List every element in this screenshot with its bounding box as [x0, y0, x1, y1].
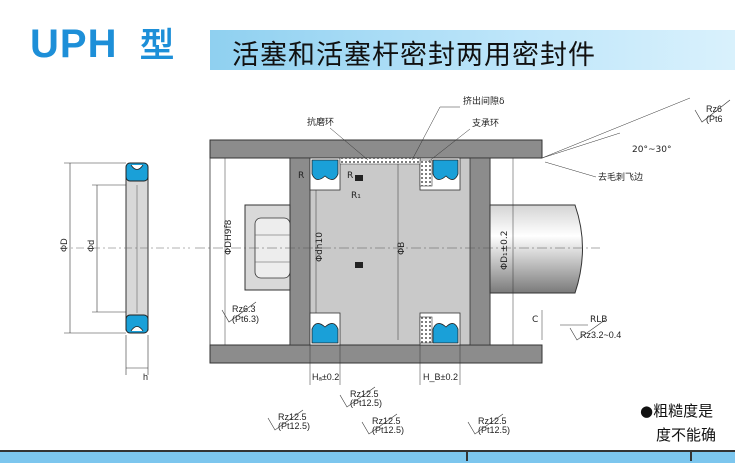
ha-label: Hₐ±0.2: [312, 372, 339, 382]
pt-top-label: (Pt6: [706, 114, 723, 124]
h-label: h: [143, 372, 148, 382]
deburr-label: 去毛刺飞边: [598, 171, 643, 183]
page-title: 活塞和活塞杆密封两用密封件: [232, 40, 596, 71]
model-name: UPH: [30, 22, 118, 66]
pt125-d-label: (Pt12.5): [478, 425, 510, 435]
note-line-2: 度不能确: [656, 426, 717, 444]
extrusion-gap-label: 挤出间隙δ: [463, 95, 505, 107]
cylinder-assembly: [195, 139, 600, 364]
rz63-label: Rz6.3: [232, 304, 256, 314]
r-label-right: R: [347, 171, 353, 181]
r-label-left: R: [298, 171, 304, 181]
phi-dh9-label: ΦDH9f8: [224, 219, 234, 255]
phi-dh10-label: Φdh10: [315, 232, 325, 262]
phi-d1-label: ΦD₁±0.2: [500, 231, 510, 270]
phi-b-label: ΦB: [397, 242, 407, 255]
pt125-a-label: (Pt12.5): [350, 398, 382, 408]
header: UPH 型 活塞和活塞杆密封两用密封件: [0, 0, 735, 71]
rz-top-label: Rz6: [706, 104, 722, 114]
note-line-1: ●粗糙度是: [640, 402, 714, 420]
rlb-label: RLB: [590, 315, 607, 325]
model-suffix: 型: [140, 26, 174, 66]
rz125-a-label: Rz12.5: [350, 389, 379, 399]
title-band: [210, 30, 735, 70]
pt125-b-label: (Pt12.5): [278, 421, 310, 431]
rz125-c-label: Rz12.5: [372, 416, 401, 426]
rz32-label: Rz3.2~0.4: [580, 330, 621, 340]
support-ring-label: 支承环: [472, 117, 499, 129]
seal-ring-dimensions: ΦD Φd h: [59, 162, 190, 382]
phi-d-outer-label: ΦD: [59, 238, 69, 252]
table-header-bar: [0, 450, 735, 463]
c-label: C: [532, 315, 538, 325]
phi-d-inner-label: Φd: [86, 240, 96, 252]
r1-label: R₁: [351, 191, 361, 201]
pt125-c-label: (Pt12.5): [372, 425, 404, 435]
chamfer-angle-label: 20°~30°: [632, 145, 671, 155]
assembly-annotations: ΦDH9f8 Φdh10 ΦB ΦD₁±0.2 R R R₁ 抗磨环 挤出间隙δ…: [221, 95, 731, 435]
seal-ring-side-view: [125, 162, 149, 334]
rz125-b-label: Rz12.5: [278, 412, 307, 422]
rz125-d-label: Rz12.5: [478, 416, 507, 426]
table-divider: [690, 450, 692, 461]
anti-wear-ring-label: 抗磨环: [307, 116, 334, 128]
pt63-label: (Pt6.3): [232, 314, 259, 324]
hb-label: H_B±0.2: [423, 372, 458, 382]
table-divider: [466, 450, 468, 461]
